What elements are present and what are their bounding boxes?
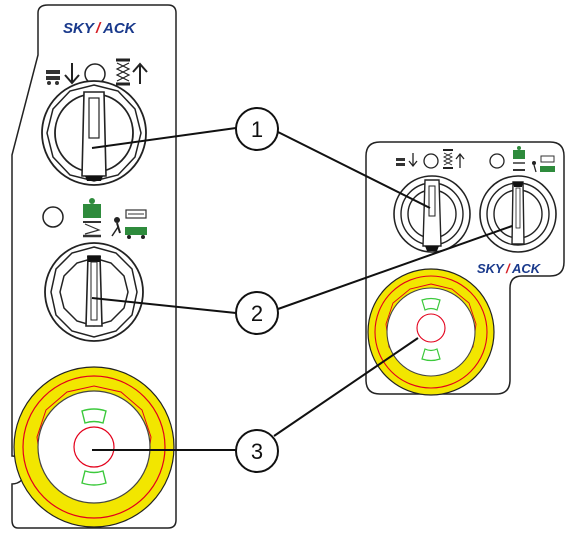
control-selector-key-switch-small[interactable] — [479, 175, 557, 253]
skyjack-logo-small: SKY / ACK — [477, 261, 542, 276]
svg-text:/: / — [95, 20, 102, 37]
platform-control-icon — [83, 198, 101, 238]
platform-control-icon — [513, 146, 525, 171]
lift-lower-icon-row-small — [396, 149, 465, 169]
base-control-icon — [111, 209, 147, 239]
arrow-down-icon — [64, 63, 80, 85]
indicator-light-icon — [423, 153, 439, 169]
base-control-icon — [532, 155, 555, 173]
callout-3: 3 — [235, 429, 279, 473]
emergency-stop-button-small[interactable] — [367, 268, 495, 396]
scissor-raised-icon — [115, 58, 131, 86]
svg-text:ACK: ACK — [102, 20, 137, 37]
scissor-lowered-icon — [46, 70, 60, 85]
lift-lower-key-switch[interactable] — [41, 80, 147, 186]
scissor-raised-icon — [442, 149, 454, 169]
callout-2-number: 2 — [251, 301, 263, 326]
svg-text:SKY: SKY — [477, 261, 505, 276]
arrow-up-icon — [455, 152, 465, 168]
svg-text:/: / — [505, 261, 511, 276]
callout-leader-lines — [91, 127, 513, 451]
arrow-up-icon — [132, 62, 148, 84]
arrow-down-icon — [408, 153, 418, 168]
lift-lower-key-switch-small[interactable] — [393, 175, 471, 253]
svg-text:SKY: SKY — [63, 20, 96, 37]
selector-icon-row-small — [489, 146, 555, 173]
callout-1-number: 1 — [251, 117, 263, 142]
indicator-light-icon — [489, 153, 505, 169]
callout-2: 2 — [235, 291, 279, 335]
callout-1: 1 — [235, 107, 279, 151]
callout-3-number: 3 — [251, 439, 263, 464]
skyjack-logo: SKY / ACK — [63, 20, 137, 37]
svg-text:ACK: ACK — [511, 261, 542, 276]
indicator-light-icon — [42, 206, 64, 228]
emergency-stop-button[interactable] — [13, 366, 175, 528]
control-selector-key-switch[interactable] — [44, 242, 144, 342]
selector-icon-row — [42, 198, 147, 239]
